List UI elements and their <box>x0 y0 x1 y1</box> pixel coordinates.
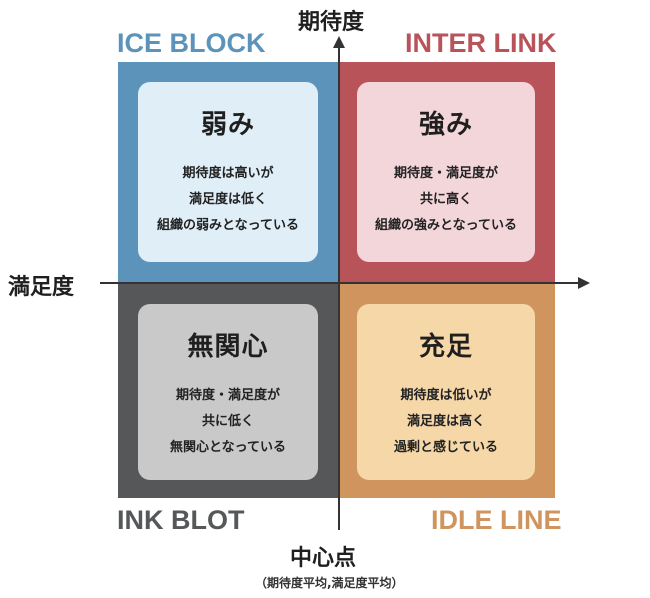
card-strength: 強み 期待度・満足度が 共に高く 組織の強みとなっている <box>357 82 535 262</box>
card-title: 無関心 <box>187 332 269 362</box>
quadrant-label-ink-blot: INK BLOT <box>117 505 245 535</box>
vertical-axis-label: 期待度 <box>298 10 365 35</box>
card-indifference: 無関心 期待度・満足度が 共に低く 無関心となっている <box>138 304 318 480</box>
card-text-line: 過剰と感じている <box>393 440 498 455</box>
quadrant-label-inter-link: INTER LINK <box>405 28 557 58</box>
card-title: 強み <box>418 110 473 140</box>
vertical-axis-arrowhead <box>333 36 345 48</box>
quadrant-label-ice-block: ICE BLOCK <box>117 28 266 58</box>
card-text-line: 組織の弱みとなっている <box>157 218 299 233</box>
card-text-line: 期待度は高いが <box>182 166 274 181</box>
center-point-sublabel: （期待度平均,満足度平均） <box>255 576 404 590</box>
horizontal-axis-arrowhead <box>578 277 590 289</box>
card-text-line: 共に低く <box>201 414 254 429</box>
center-point-label: 中心点 <box>290 546 357 571</box>
card-text-line: 共に高く <box>419 192 472 207</box>
card-text-line: 期待度・満足度が <box>175 388 280 403</box>
card-title: 弱み <box>200 110 255 140</box>
card-sufficiency: 充足 期待度は低いが 満足度は高く 過剰と感じている <box>357 304 535 480</box>
quadrant-label-idle-line: IDLE LINE <box>431 505 562 535</box>
card-text-line: 組織の強みとなっている <box>375 218 517 233</box>
horizontal-axis-label: 満足度 <box>8 275 75 300</box>
card-text-line: 無関心となっている <box>170 440 286 455</box>
card-text-line: 期待度・満足度が <box>393 166 498 181</box>
card-weakness: 弱み 期待度は高いが 満足度は低く 組織の弱みとなっている <box>138 82 318 262</box>
card-text-line: 期待度は低いが <box>400 388 492 403</box>
card-text-line: 満足度は低く <box>188 192 267 207</box>
card-title: 充足 <box>418 332 473 362</box>
card-text-line: 満足度は高く <box>406 414 485 429</box>
